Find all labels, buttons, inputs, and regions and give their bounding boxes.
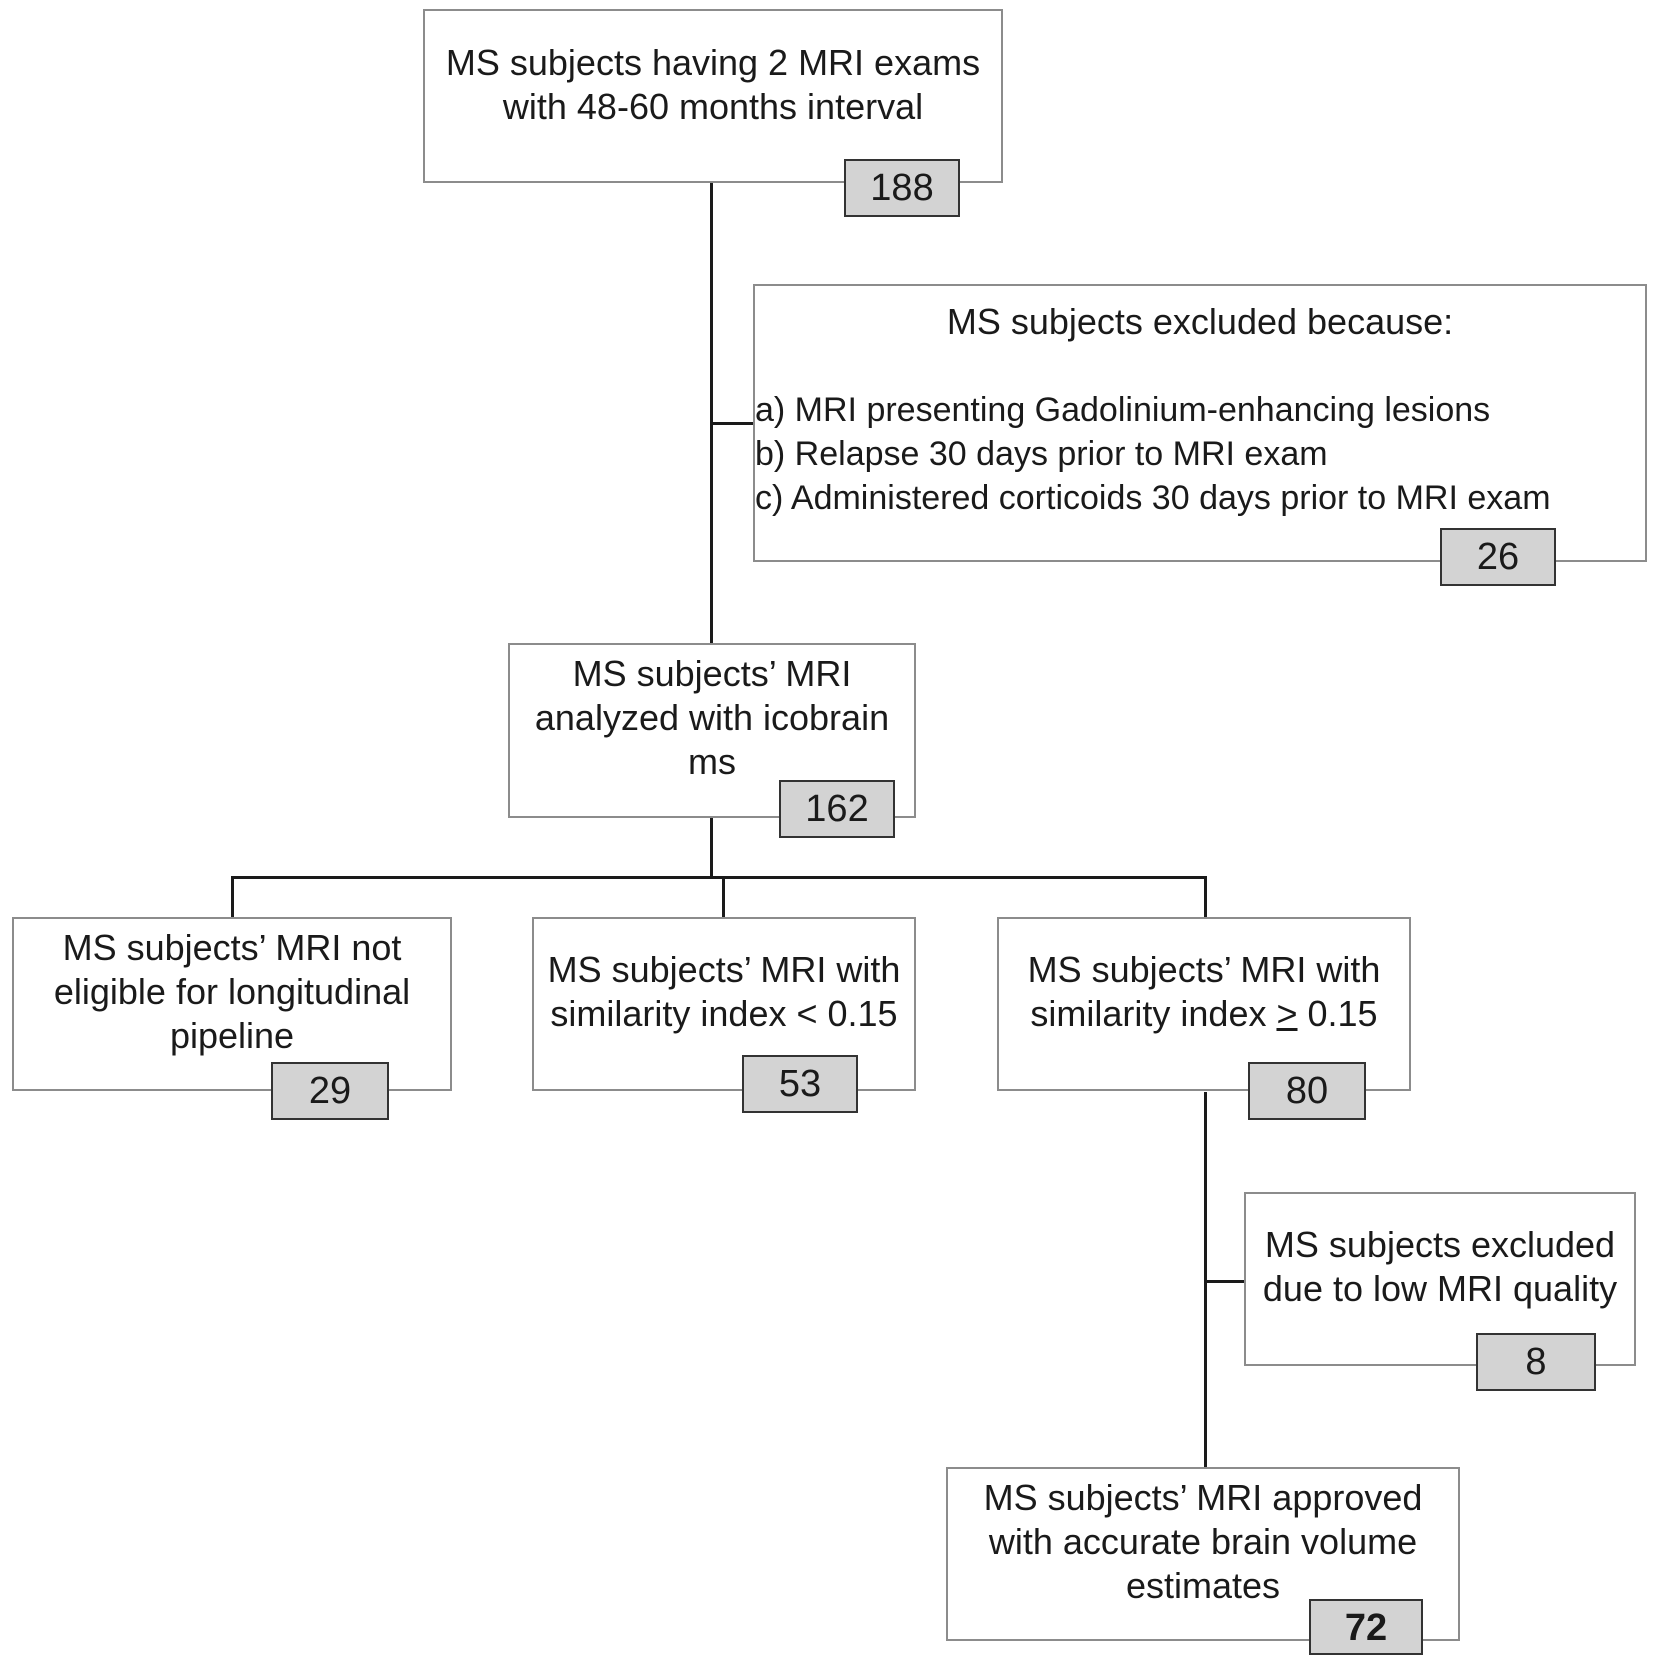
connector-to-not-eligible (231, 876, 234, 918)
text-line: MS subjects having 2 MRI exams (445, 42, 981, 83)
connector-to-high-similarity (1204, 876, 1207, 918)
initial-cohort-count: 188 (844, 159, 960, 217)
initial-cohort-text: MS subjects having 2 MRI exams with 48-6… (425, 41, 1001, 129)
text-fragment: similarity index (1030, 993, 1277, 1034)
connector-analyzed-down (710, 818, 713, 878)
text-line: eligible for longitudinal (53, 971, 411, 1012)
text-line: estimates (1125, 1565, 1281, 1606)
text-line: MS subjects’ MRI approved (983, 1477, 1423, 1518)
low-quality-text: MS subjects excluded due to low MRI qual… (1246, 1223, 1634, 1311)
low-quality-count: 8 (1476, 1333, 1596, 1391)
text-line: similarity index > 0.15 (999, 992, 1409, 1036)
approved-text: MS subjects’ MRI approved with accurate … (948, 1476, 1458, 1608)
exclusion-title: MS subjects excluded because: (946, 301, 1454, 342)
high-similarity-count: 80 (1248, 1062, 1366, 1120)
text-line: due to low MRI quality (1262, 1268, 1618, 1309)
text-fragment: 0.15 (1297, 993, 1378, 1034)
not-eligible-text: MS subjects’ MRI not eligible for longit… (14, 926, 450, 1058)
approved-count: 72 (1309, 1599, 1423, 1655)
text-line: MS subjects’ MRI not (62, 927, 402, 968)
initial-cohort-box: MS subjects having 2 MRI exams with 48-6… (423, 9, 1003, 183)
text-line: MS subjects’ MRI (572, 653, 852, 694)
approved-box: MS subjects’ MRI approved with accurate … (946, 1467, 1460, 1641)
low-similarity-text: MS subjects’ MRI with similarity index <… (534, 948, 914, 1036)
not-eligible-count: 29 (271, 1062, 389, 1120)
analyzed-text: MS subjects’ MRI analyzed with icobrain … (510, 652, 914, 784)
text-line: with accurate brain volume (988, 1521, 1418, 1562)
connector-exclusion-branch (710, 422, 754, 425)
high-similarity-text: MS subjects’ MRI with similarity index >… (999, 948, 1409, 1036)
connector-to-low-similarity (722, 876, 725, 918)
text-line: pipeline (169, 1015, 295, 1056)
exclusion-count: 26 (1440, 528, 1556, 586)
high-similarity-box: MS subjects’ MRI with similarity index >… (997, 917, 1411, 1091)
exclusion-reason: a) MRI presenting Gadolinium-enhancing l… (755, 391, 1491, 429)
exclusion-reason: c) Administered corticoids 30 days prior… (755, 479, 1551, 517)
exclusion-reasons-list: a) MRI presenting Gadolinium-enhancing l… (755, 388, 1551, 520)
text-line: analyzed with icobrain (534, 697, 890, 738)
connector-quality-branch (1204, 1280, 1246, 1283)
exclusion-criteria-box: MS subjects excluded because: a) MRI pre… (753, 284, 1647, 562)
greater-or-equal-symbol: > (1276, 993, 1298, 1034)
connector-split-horizontal (231, 876, 1207, 879)
text-line: MS subjects excluded (1264, 1224, 1616, 1265)
text-line: with 48-60 months interval (502, 86, 924, 127)
analyzed-count: 162 (779, 780, 895, 838)
low-similarity-count: 53 (742, 1055, 858, 1113)
exclusion-reason: b) Relapse 30 days prior to MRI exam (755, 435, 1328, 473)
low-similarity-box: MS subjects’ MRI with similarity index <… (532, 917, 916, 1091)
connector-main-trunk (710, 182, 713, 645)
text-line: ms (688, 741, 736, 782)
text-line: MS subjects’ MRI with (547, 949, 901, 990)
text-line: similarity index < 0.15 (550, 993, 898, 1034)
text-line: MS subjects’ MRI with (1027, 949, 1381, 990)
